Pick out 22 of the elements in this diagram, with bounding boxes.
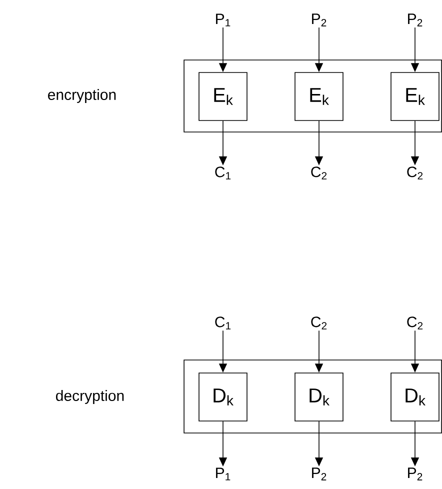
cipher-box: D$_{k}$ [390,372,440,422]
block-label: P$_{1}$ [216,14,230,26]
frame-box [184,60,442,132]
block-label: P$_{2}$ [408,468,422,480]
block-label: P$_{2}$ [408,14,422,26]
block-label: C$_{2}$ [311,316,327,330]
block-label: P$_{2}$ [312,14,326,26]
cipher-box: D$_{k}$ [198,372,248,422]
block-label: P$_{2}$ [312,468,326,480]
block-label: C$_{2}$ [311,166,327,180]
mode-label: encryption [48,89,116,103]
block-label: C$_{2}$ [407,316,423,330]
cipher-box: D$_{k}$ [294,372,344,422]
block-label: C$_{1}$ [215,316,231,330]
cipher-box: E$_{k}$ [294,72,344,121]
cipher-box: E$_{k}$ [390,72,440,121]
cipher-box: E$_{k}$ [198,72,248,121]
block-label: C$_{1}$ [215,166,231,180]
block-label: P$_{1}$ [216,468,230,480]
mode-label: decryption [56,390,124,404]
frame-box [184,360,442,434]
block-label: C$_{2}$ [407,166,423,180]
